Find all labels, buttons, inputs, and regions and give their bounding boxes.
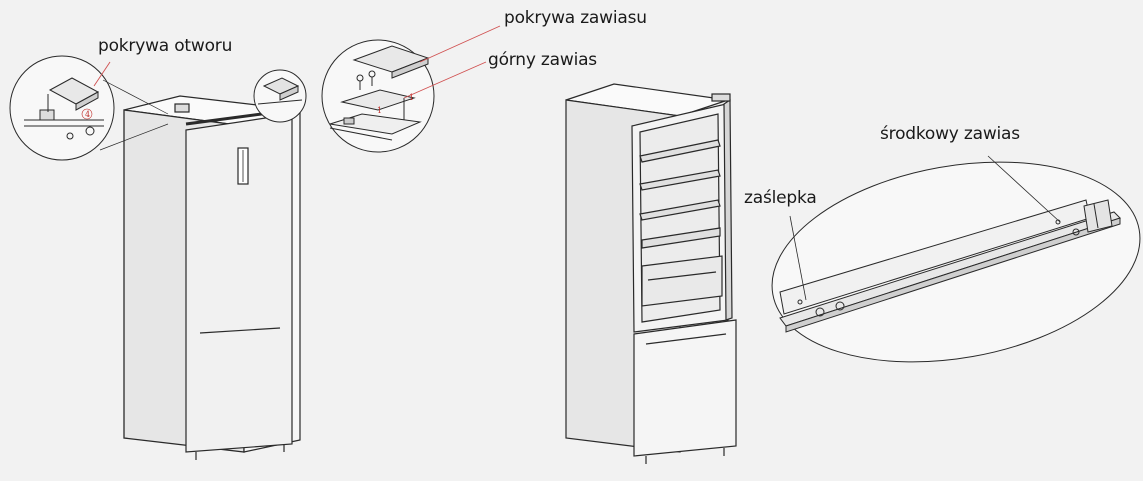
- fridge-open: [565, 83, 737, 464]
- callout-hinge-exploded: [321, 39, 435, 153]
- fridge-closed: [123, 95, 301, 460]
- marker-hinge-b: 1: [409, 93, 414, 102]
- marker-hinge-a: 1: [377, 106, 382, 115]
- label-middle-hinge: środkowy zawias: [880, 124, 1020, 144]
- callout-hole-cover: [9, 55, 169, 161]
- leader-lines-oval: [789, 155, 1061, 301]
- label-top-hinge: górny zawias: [488, 50, 597, 70]
- label-plug: zaślepka: [744, 188, 817, 208]
- label-hole-cover: pokrywa otworu: [98, 36, 233, 56]
- label-hinge-cover: pokrywa zawiasu: [504, 8, 647, 28]
- marker-hole-cover: 4: [85, 110, 90, 119]
- callout-top-hinge-small: [253, 69, 307, 123]
- leader-lines: [93, 25, 501, 99]
- callout-middle-hinge: [771, 161, 1141, 363]
